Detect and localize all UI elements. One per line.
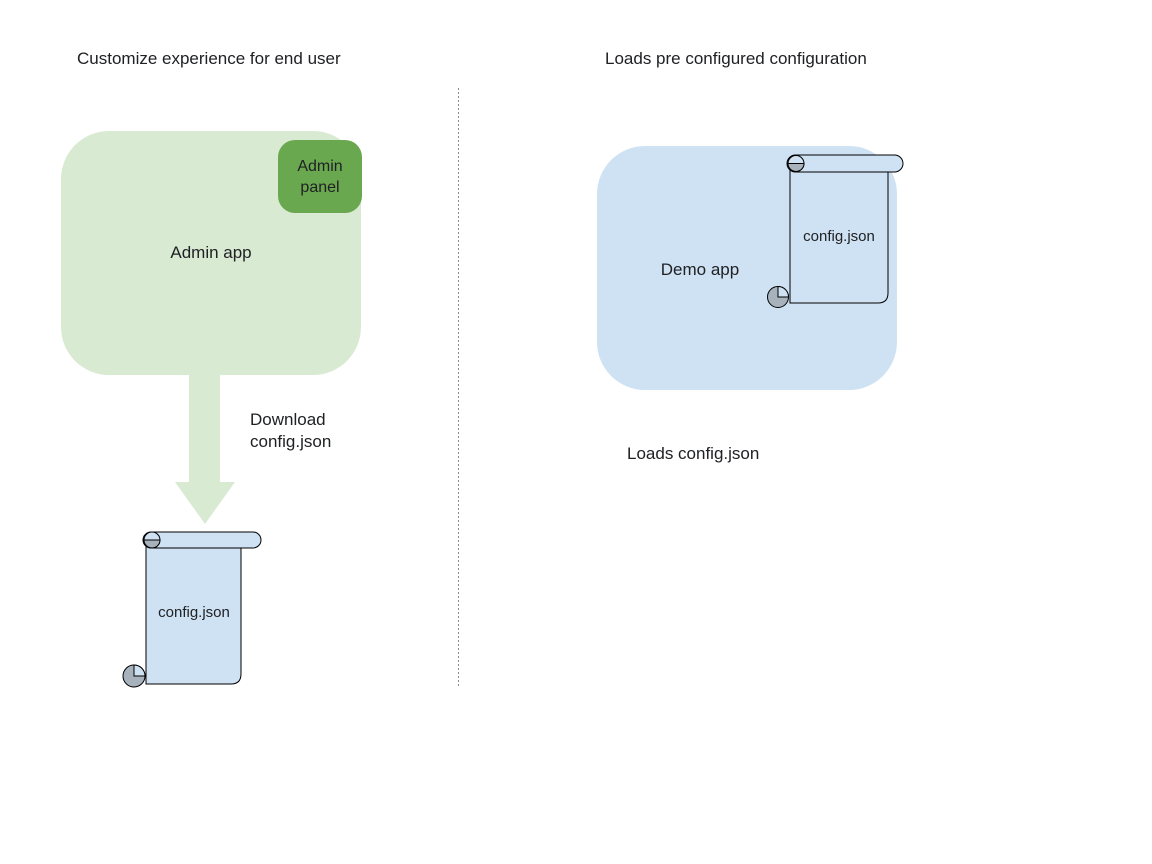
scroll-bottom-curl-highlight: [777, 285, 790, 298]
scroll-body: [145, 539, 242, 685]
download-arrow-caption-line1: Download: [250, 410, 326, 429]
download-arrow-caption: Download config.json: [250, 409, 331, 453]
arrow-shape: [175, 374, 235, 524]
loads-config-caption: Loads config.json: [627, 444, 760, 463]
admin-app-label: Admin app: [170, 243, 252, 262]
scroll-body: [789, 162, 889, 304]
scroll-top-roll: [786, 154, 904, 173]
demo-app-label: Demo app: [660, 260, 740, 279]
download-arrow-icon: [175, 374, 235, 524]
config-file-label-left: config.json: [158, 604, 230, 621]
admin-panel-box: Admin panel: [278, 140, 362, 213]
right-section-title: Loads pre configured configuration: [605, 49, 867, 68]
scroll-bottom-curl-highlight: [133, 664, 146, 677]
config-file-scroll-right: [767, 154, 904, 308]
section-divider: [458, 88, 459, 686]
download-arrow-caption-line2: config.json: [250, 432, 332, 451]
admin-panel-label: Admin panel: [297, 157, 343, 196]
scroll-top-roll-shade: [787, 163, 805, 172]
scroll-top-roll-shade: [143, 539, 161, 549]
config-file-scroll-left: [122, 531, 262, 688]
scroll-top-roll: [142, 531, 262, 549]
config-file-label-right: config.json: [803, 228, 875, 245]
left-section-title: Customize experience for end user: [77, 49, 341, 68]
